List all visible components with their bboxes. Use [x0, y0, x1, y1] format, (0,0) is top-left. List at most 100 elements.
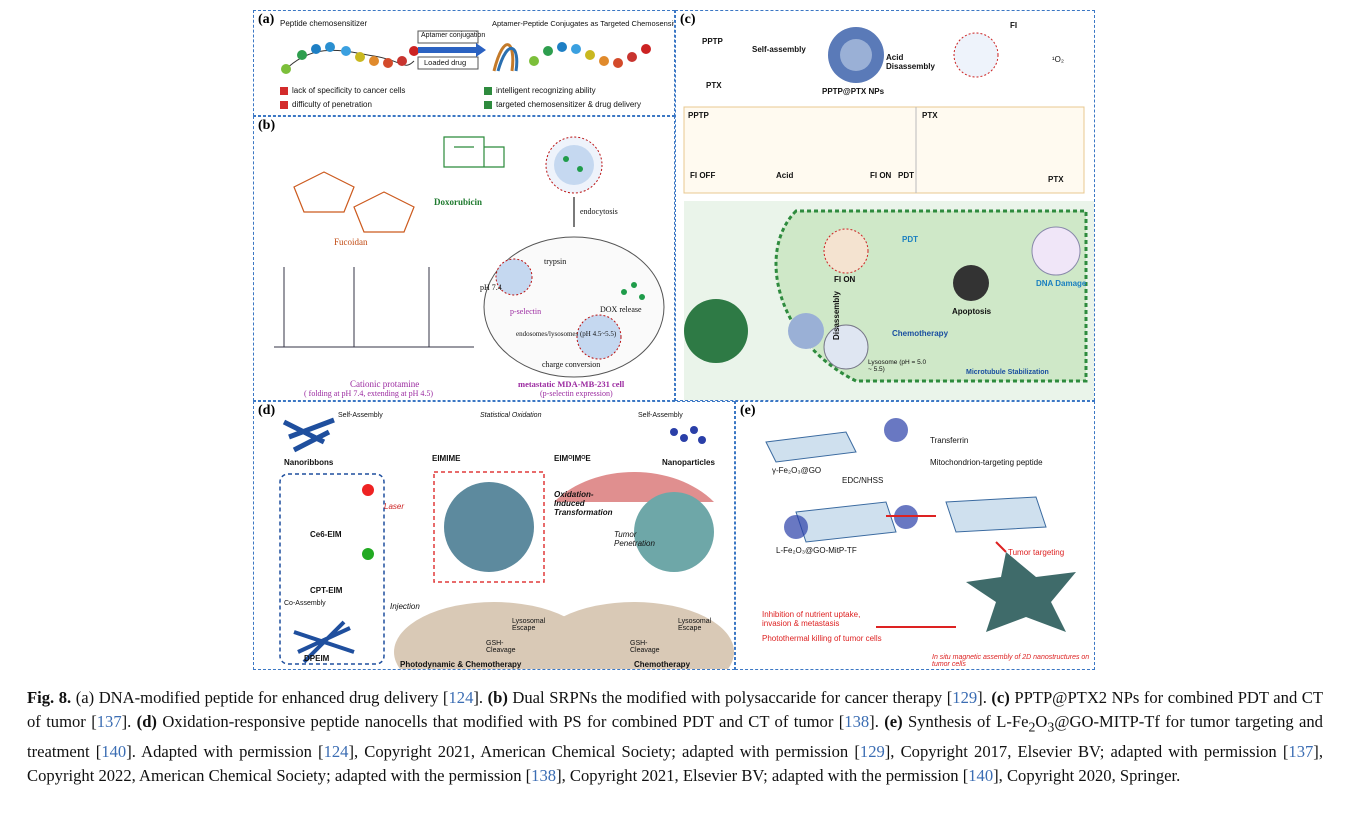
caption-e2: O [1035, 712, 1048, 732]
microtubule-label: Microtubule Stabilization [966, 369, 1049, 376]
nps-label: PPTP@PTX NPs [822, 87, 885, 96]
d-gsh-2: GSH-Cleavage [630, 640, 660, 654]
panel-a: (a) Peptide chemosensitizer Aptamer conj… [253, 10, 675, 116]
d-pdt-chemo-label: Photodynamic & Chemotherapy [400, 660, 522, 669]
ref-140-b[interactable]: 140 [968, 765, 994, 785]
panel-a-pos2: targeted chemosensitizer & drug delivery [496, 100, 641, 109]
d-oit-label: Oxidation-Induced Transformation [554, 490, 613, 517]
e-inhibition-label: Inhibition of nutrient uptake, invasion … [762, 610, 861, 628]
d-stat-ox-label: Statistical Oxidation [480, 412, 542, 419]
d-laser-label: Laser [384, 502, 405, 511]
lysosome-label: Lysosome (pH = 5.0 ~ 5.5) [868, 359, 927, 373]
e-tumor-targeting-label: Tumor targeting [1008, 548, 1065, 557]
d-lyso-escape-2: Lysosomal Escape [678, 618, 712, 632]
panel-a-drawing [280, 30, 651, 109]
fi-on-cell-label: FI ON [834, 275, 856, 284]
caption-adapt1: Adapted with permission [ [141, 741, 324, 761]
pdt-cell-label: PDT [902, 235, 918, 244]
endosomes-label: endosomes/lysosomes (pH 4.5~5.5) [516, 330, 617, 338]
panel-c-drawing [683, 27, 1094, 400]
caption-d-label: (d) [136, 712, 157, 732]
figure-8: (a) Peptide chemosensitizer Aptamer conj… [253, 10, 1326, 670]
e-edc-label: EDC/NHSS [842, 476, 884, 485]
figure-caption: Fig. 8. (a) DNA-modified peptide for enh… [27, 688, 1323, 785]
pptp-label: PPTP [702, 37, 723, 46]
protamine-label: Cationic protamine [350, 379, 420, 389]
self-assembly-label: Self-assembly [752, 45, 806, 54]
disassembly-label: Disassembly [831, 291, 841, 340]
panel-e-drawing [765, 418, 1076, 632]
panel-b-label: (b) [258, 118, 276, 133]
e-mito-label: Mitochondrion-targeting peptide [930, 458, 1043, 467]
caption-adapt4b: ], Copyright 2021, Elsevier BV; adapted … [556, 765, 969, 785]
pselectin-label: p-selectin [510, 307, 542, 316]
panel-d: (d) Self-Assembly EIMIME Statistical Oxi… [253, 401, 735, 670]
panel-a-left-title: Peptide chemosensitizer [280, 19, 368, 28]
panel-a-right-title: Aptamer-Peptide Conjugates as Targeted C… [492, 19, 675, 28]
caption-e-label: (e) [884, 712, 903, 732]
caption-b: Dual SRPNs the modified with polysaccari… [507, 688, 953, 707]
d-self-assembly-1: Self-Assembly [338, 412, 383, 419]
ref-129[interactable]: 129 [952, 688, 978, 707]
panel-c: (c) PPTP PTX Self-assembly PPTP@PTX NPs … [675, 10, 1095, 401]
ptx2-label: PTX [706, 81, 722, 90]
d-eimoime-label: EIMᴼIMᴼE [554, 454, 591, 463]
apoptosis-label: Apoptosis [952, 307, 992, 316]
panel-e-label: (e) [740, 403, 756, 418]
caption-adapt5b: ], Copyright 2020, Springer. [993, 765, 1181, 785]
panel-a-arrow-top: Aptamer conjugation [421, 32, 486, 39]
pdt-label: PDT [898, 171, 914, 180]
panel-d-drawing [279, 417, 734, 669]
panel-a-neg2: difficulty of penetration [292, 100, 372, 109]
o2-label: ¹O₂ [1052, 55, 1064, 64]
ref-140[interactable]: 140 [101, 741, 127, 761]
ph-label: pH 7.4 [480, 283, 502, 292]
acid-label: Acid [776, 171, 794, 180]
ref-124[interactable]: 124 [448, 688, 474, 707]
panel-e: (e) γ-Fe₂O₃@GO Transferrin Mitochondrion… [735, 401, 1095, 670]
caption-b-label: (b) [487, 688, 508, 707]
d-nanoparticles-label: Nanoparticles [662, 458, 715, 467]
fucoidan-label: Fucoidan [334, 237, 368, 247]
charge-conversion-label: charge conversion [542, 360, 601, 369]
caption-c: PPTP@PTX2 NPs for combined PDT and CT of… [27, 688, 1323, 732]
d-co-assembly-label: Co-Assembly [284, 600, 326, 607]
ref-124-b[interactable]: 124 [323, 741, 349, 761]
d-gsh-1: GSH-Cleavage [486, 640, 516, 654]
ref-138-b[interactable]: 138 [531, 765, 557, 785]
panel-a-pos1: intelligent recognizing ability [496, 86, 596, 95]
fi-off-label: FI OFF [690, 171, 716, 180]
ref-137[interactable]: 137 [96, 712, 122, 732]
caption-adapt2b: ], Copyright 2017, Elsevier BV; adapted … [884, 741, 1289, 761]
dna-damage-label: DNA Damage [1036, 279, 1087, 288]
cell-label: metastatic MDA-MB-231 cell [518, 379, 625, 389]
caption-lead: Fig. 8. [27, 688, 72, 707]
fi-on-label: FI ON [870, 171, 892, 180]
d-injection-label: Injection [390, 602, 420, 611]
e-insitu-label: In situ magnetic assembly of 2D nanostru… [932, 654, 1090, 668]
chemotherapy-label: Chemotherapy [892, 329, 949, 338]
panel-a-label: (a) [258, 12, 275, 27]
caption-e3: @GO-MITP-Tf for tumor targeting and trea… [27, 712, 1323, 761]
cell-sub-label: (p-selectin expression) [540, 389, 613, 398]
caption-d: Oxidation-responsive peptide nanocells t… [156, 712, 845, 732]
dox-release-label: DOX release [600, 305, 642, 314]
caption-a: (a) DNA-modified peptide for enhanced dr… [75, 688, 449, 707]
panel-d-label: (d) [258, 403, 276, 418]
ptx2-detail-label: PTX [922, 111, 938, 120]
d-chemo-label: Chemotherapy [634, 660, 691, 669]
e-photothermal-label: Photothermal killing of tumor cells [762, 634, 882, 643]
caption-sub3: 3 [1047, 719, 1055, 735]
caption-adapt1b: ], Copyright 2021, American Chemical Soc… [348, 741, 860, 761]
panel-b-drawing [274, 136, 665, 378]
ref-138[interactable]: 138 [844, 712, 870, 732]
ref-129-b[interactable]: 129 [859, 741, 885, 761]
trypsin-label: trypsin [544, 257, 567, 266]
d-dpeim-label: DPEIM [304, 654, 330, 663]
ref-137-b[interactable]: 137 [1288, 741, 1314, 761]
protamine-sub-label: ( folding at pH 7.4, extending at pH 4.5… [304, 389, 434, 398]
acid-disassembly-label: Acid Disassembly [886, 53, 935, 71]
fi-label: FI [1010, 21, 1018, 30]
d-nanoribbons-label: Nanoribbons [284, 458, 334, 467]
d-cpt-label: CPT-EIM [310, 586, 343, 595]
